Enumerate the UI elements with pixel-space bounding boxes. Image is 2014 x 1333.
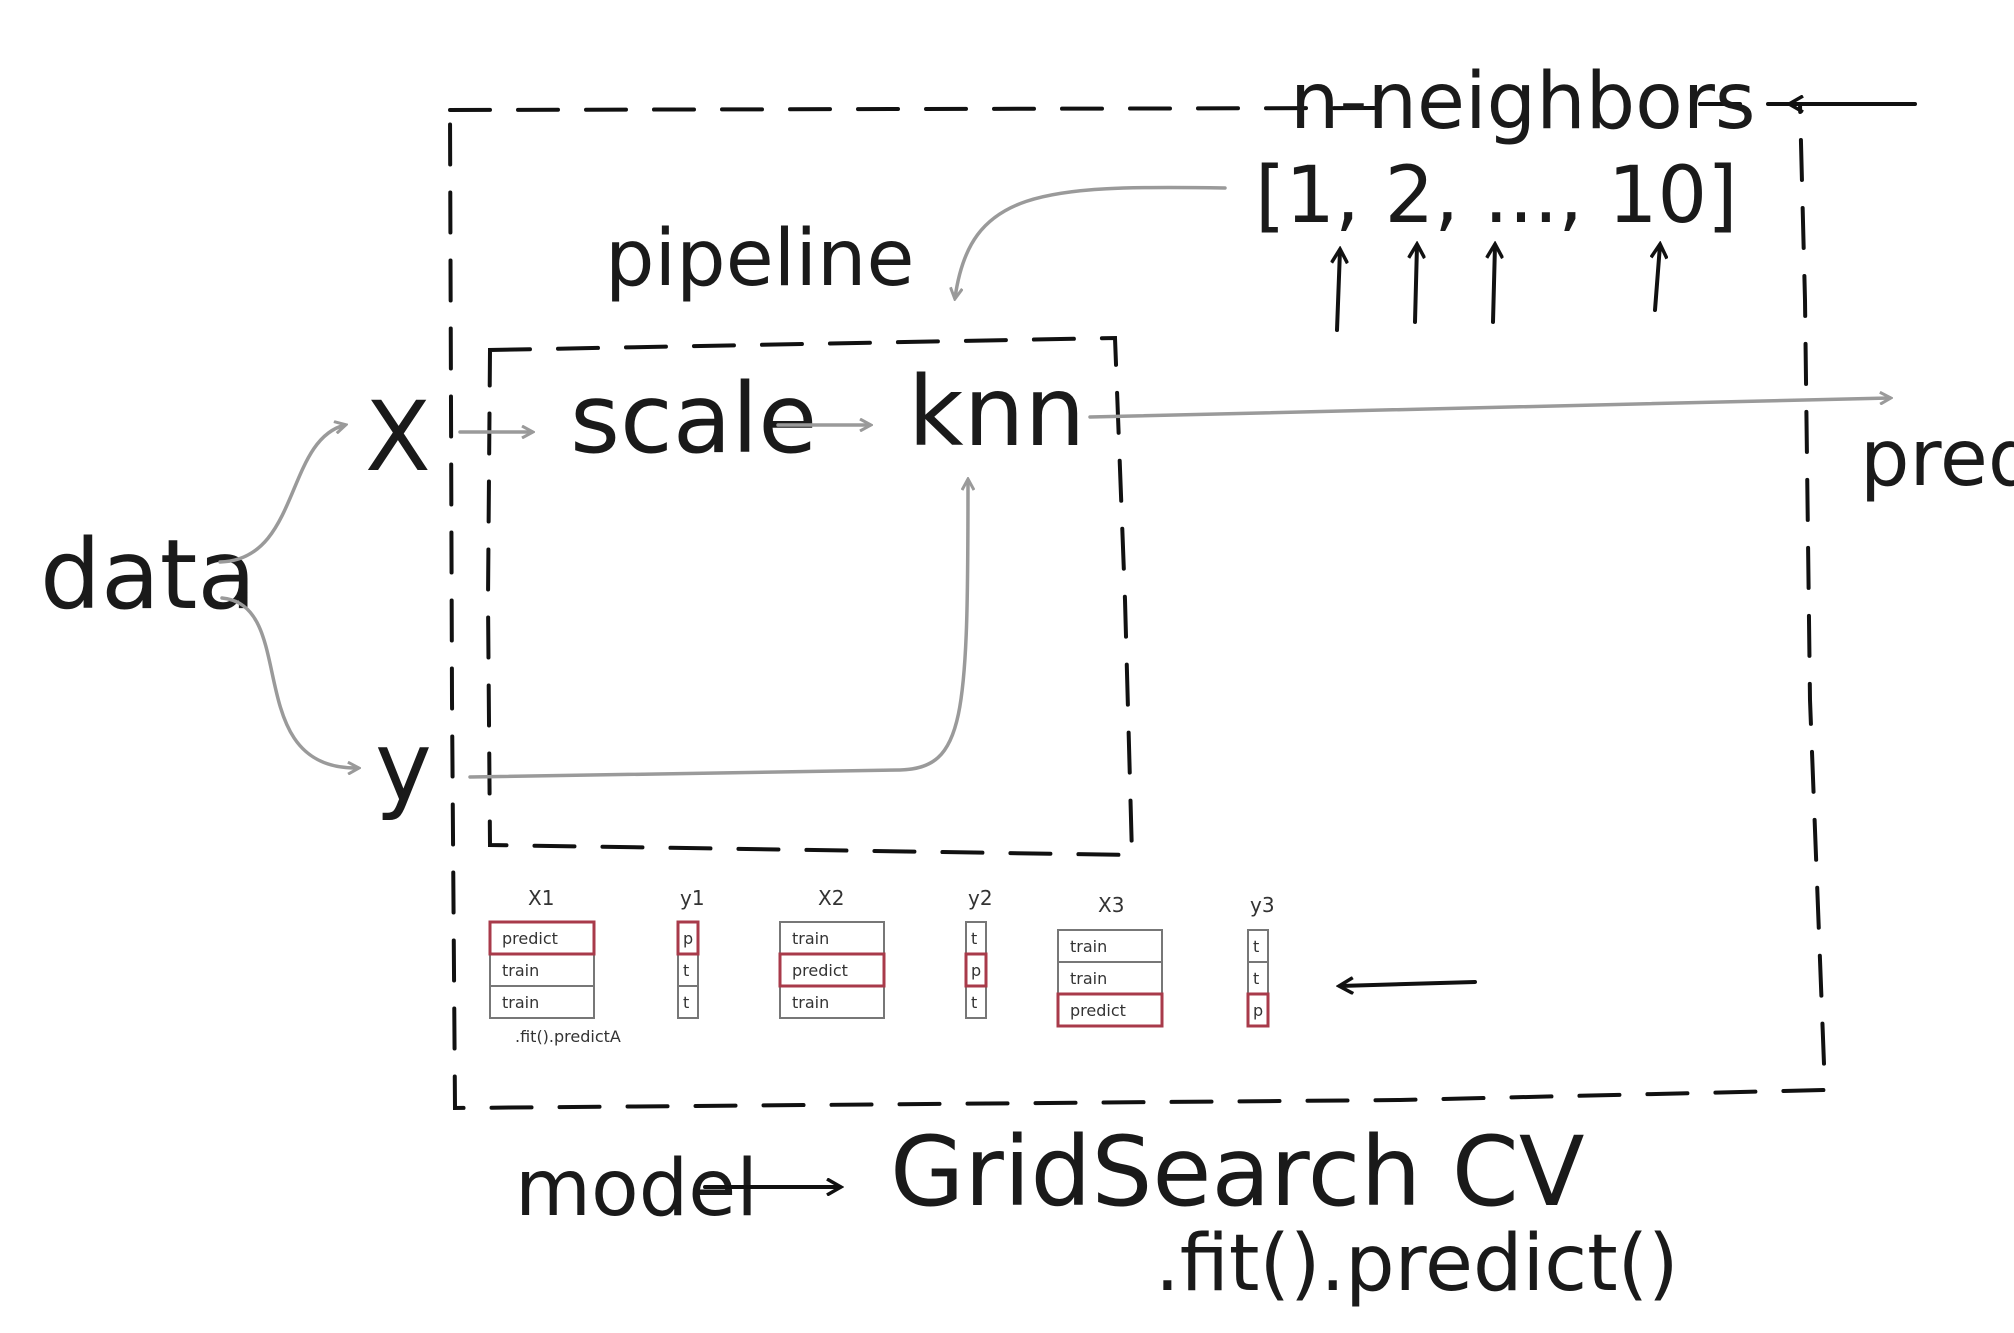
data-label: data [40,519,256,631]
fold-3-x-row-0-label: train [1070,937,1107,956]
pipeline-box [485,335,1135,858]
fold-3-x-label: X3 [1098,893,1124,917]
gridsearch-label: GridSearch CV [890,1116,1585,1228]
fold-2-x-row-2-label: train [792,993,829,1012]
fold-1-x-row-0-label: predict [502,929,558,948]
gridsearch-box [448,102,1828,1111]
fold-1-x-row-1-label: train [502,961,539,980]
fold-2-y-cell-1-label: p [971,961,981,980]
fold-3-y-cell-0-label: t [1253,937,1259,956]
scale-label: scale [570,363,817,475]
fold-3-x-row-1-label: train [1070,969,1107,988]
up-arrow-4 [1655,245,1660,312]
fold-2-highlight [778,952,886,988]
arrow-data-to-x [218,425,345,564]
pred-label: pred [1860,414,2014,504]
fold-1: X1 predict train train .fit().predictA y… [488,886,705,1046]
fold-1-y-cell-2 [677,985,699,1019]
fold-1-x-row-0 [489,921,595,955]
fold-1-y-highlight [676,920,700,956]
fold-3-x-row-2-label: predict [1070,1001,1126,1020]
arrow-data-to-y [220,596,358,768]
fold-1-x-row-1 [489,953,595,987]
param-list: [1, 2, ..., 10] [1255,151,1738,241]
x-label: X [365,381,431,493]
up-arrow-1 [1337,250,1340,332]
left-arrow-folds [1340,982,1477,986]
fold-1-y-cell-1-label: t [683,961,689,980]
fold-3-x-row-0 [1057,929,1163,963]
fold-3-y-cell-2-label: p [1253,1001,1263,1020]
up-arrow-3 [1493,245,1495,324]
arrow-knn-to-pred [1088,398,1890,419]
fold-2-x-row-2 [779,985,885,1019]
fold-1-y-cell-0-label: p [683,929,693,948]
knn-label: knn [908,356,1085,468]
fit-predict-label: .fit().predict() [1155,1219,1679,1309]
fold-1-highlight [488,920,596,956]
fold-2: X2 train predict train y2 t p t [778,886,993,1019]
arrow-params-to-knn [955,185,1227,298]
fold-2-x-label: X2 [818,886,844,910]
fold-2-x-row-1-label: predict [792,961,848,980]
fold-2-y-cell-0-label: t [971,929,977,948]
fold-1-x-row-2 [489,985,595,1019]
fold-2-y-highlight [964,952,988,988]
pipeline-label: pipeline [605,214,914,304]
fold-1-x-label: X1 [528,886,554,910]
fold-3-highlight [1056,992,1164,1028]
fold-2-x-row-0-label: train [792,929,829,948]
fold-1-x-row-2-label: train [502,993,539,1012]
fold-3-y-highlight [1246,992,1270,1028]
y-label: y [375,711,432,823]
fold-3: X3 train train predict y3 t t p [1056,893,1275,1028]
n-neighbors-label: n-neighbors [1290,57,1756,147]
fold-1-y-label: y1 [680,886,705,910]
fold-2-x-row-0 [779,921,885,955]
fold-3-y-cell-1-label: t [1253,969,1259,988]
fold-1-y-cell-2-label: t [683,993,689,1012]
arrow-y-to-knn [468,480,968,779]
up-arrow-2 [1415,245,1417,324]
fold-3-y-label: y3 [1250,893,1275,917]
fold-2-y-label: y2 [968,886,993,910]
fold-2-y-cell-2-label: t [971,993,977,1012]
fold-1-fit-predict: .fit().predictA [515,1027,621,1046]
